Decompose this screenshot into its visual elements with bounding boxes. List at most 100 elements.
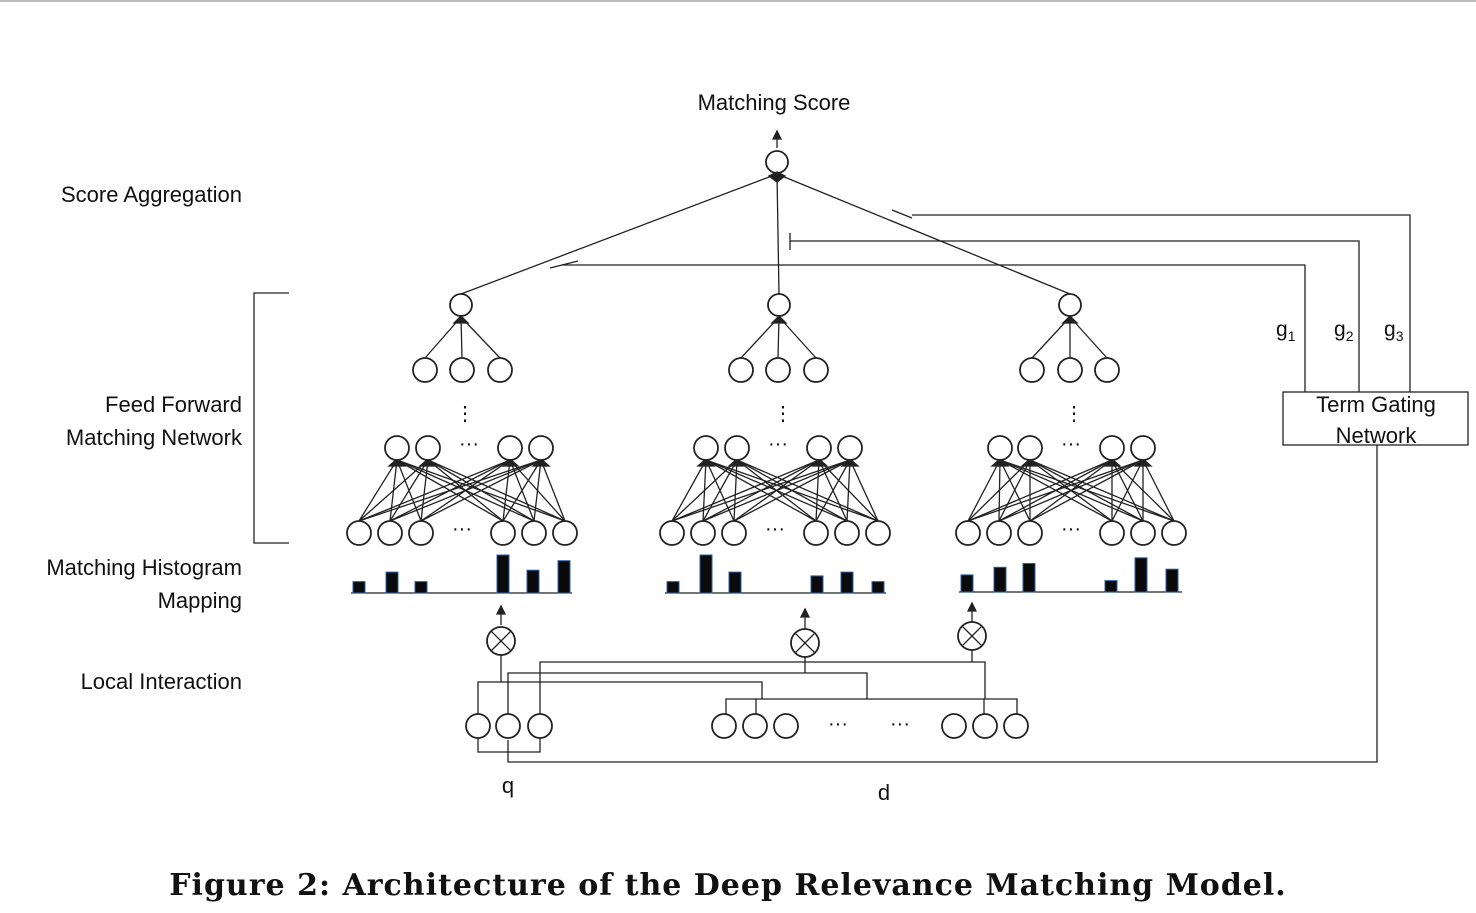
histogram-input-node xyxy=(955,520,981,546)
ffn-arrowhead xyxy=(1061,315,1079,324)
ffn-arrowhead xyxy=(452,315,470,324)
histogram-bar xyxy=(871,581,885,594)
histogram-label-line1: Matching Histogram xyxy=(46,555,242,580)
ffn-edge xyxy=(396,459,422,522)
ffn-edge xyxy=(358,459,398,522)
ffn-edge xyxy=(967,459,1001,522)
histogram-input-node xyxy=(1161,520,1187,546)
histogram-bar xyxy=(810,575,824,594)
ffn-arrowhead xyxy=(840,458,860,467)
histogram-bar xyxy=(1104,580,1118,593)
ffn-arrowhead xyxy=(418,458,438,467)
ffn-edge xyxy=(818,459,848,522)
histogram-bar xyxy=(699,554,713,594)
hidden-node xyxy=(1057,357,1083,383)
layer-ellipsis: ⋮ xyxy=(773,403,793,425)
hidden-node xyxy=(1130,435,1156,461)
score-aggregation-label: Score Aggregation xyxy=(61,182,242,207)
ffn-edge xyxy=(702,459,707,522)
histogram-input-node xyxy=(1130,520,1156,546)
histogram-input-node xyxy=(865,520,891,546)
histogram-bar xyxy=(557,560,571,594)
layer-ellipsis: ··· xyxy=(765,518,785,540)
agg-arrowhead xyxy=(767,171,787,183)
histogram-bar xyxy=(385,571,399,594)
ffn-arrowhead xyxy=(387,458,407,467)
histogram-bar xyxy=(728,571,742,594)
gate-line-3 xyxy=(912,214,1411,392)
histogram-input-node xyxy=(1099,520,1125,546)
ffn-arrowhead xyxy=(696,458,716,467)
layer-ellipsis: ··· xyxy=(768,433,788,455)
interaction-2 xyxy=(790,607,820,658)
ffn-edge xyxy=(815,459,820,522)
hidden-node xyxy=(1099,435,1125,461)
hidden-node xyxy=(837,435,863,461)
gate-tick-3 xyxy=(891,209,913,219)
ffn-edge xyxy=(1069,316,1108,359)
top-rule xyxy=(0,0,1476,2)
score-aggregation-node xyxy=(765,150,789,174)
layer-ellipsis: ⋮ xyxy=(1064,403,1084,425)
histogram-bar xyxy=(496,554,510,594)
histogram-bar xyxy=(840,571,854,594)
hidden-node xyxy=(806,435,832,461)
ffn-edge xyxy=(999,459,1144,522)
histogram-bar xyxy=(414,581,428,594)
ffn-edge xyxy=(396,459,504,522)
ffn-edge xyxy=(358,459,511,522)
ffn-edge xyxy=(999,459,1113,522)
histogram-input-node xyxy=(659,520,685,546)
query-term-node xyxy=(465,713,491,739)
histogram-input-node xyxy=(346,520,372,546)
layer-ellipsis: ··· xyxy=(459,433,479,455)
ffn-edge xyxy=(705,459,735,522)
ffn-edge xyxy=(460,316,463,359)
ffn-edge xyxy=(999,459,1175,522)
document-ellipsis-1: ··· xyxy=(828,713,848,735)
gating-label-line1: Term Gating xyxy=(1316,392,1436,417)
gating-input-line xyxy=(507,445,1378,763)
ffn-edge xyxy=(396,459,535,522)
histogram-input-node xyxy=(552,520,578,546)
ffn-edge xyxy=(1142,459,1175,522)
ffn-edge xyxy=(671,459,820,522)
gate-label-1: g1 xyxy=(1276,318,1296,344)
interaction-3 xyxy=(957,601,987,651)
matching-columns: ⋮······⋮······⋮······ xyxy=(346,293,1187,594)
histogram-bar xyxy=(993,566,1007,593)
ffn-edge xyxy=(509,459,535,522)
ffn-edge xyxy=(998,459,1001,522)
document-ellipsis-2: ··· xyxy=(890,713,910,735)
query-term-node xyxy=(495,713,521,739)
histogram-input-node xyxy=(521,520,547,546)
hidden-node xyxy=(1019,357,1045,383)
document-term-node xyxy=(773,713,799,739)
agg-edge-3 xyxy=(776,173,1071,295)
hidden-node xyxy=(1094,357,1120,383)
histogram-input-node xyxy=(986,520,1012,546)
ffn-edge xyxy=(509,459,566,522)
hidden-node xyxy=(724,435,750,461)
hidden-node xyxy=(765,357,791,383)
histogram-bar xyxy=(666,581,680,594)
ffn-edge xyxy=(502,459,511,522)
hidden-node xyxy=(728,357,754,383)
ffn-edge xyxy=(1111,459,1144,522)
histogram-bar xyxy=(1134,557,1148,593)
ffn-edge xyxy=(671,459,707,522)
ffn-edge xyxy=(396,459,566,522)
hidden-node xyxy=(487,357,513,383)
ffn-edge xyxy=(705,459,848,522)
column-output-node-2 xyxy=(767,293,791,317)
interaction-1 xyxy=(486,604,516,656)
gating-label-line2: Network xyxy=(1336,423,1418,448)
ffn-label-line2: Matching Network xyxy=(66,425,243,450)
column-output-node-1 xyxy=(449,293,473,317)
ffn-edge xyxy=(740,316,780,359)
histogram-bar xyxy=(352,581,366,594)
query-nodes xyxy=(465,713,553,739)
ffn-edge xyxy=(967,459,1113,522)
histogram-label-line2: Mapping xyxy=(158,588,242,613)
ffn-edge xyxy=(705,459,817,522)
